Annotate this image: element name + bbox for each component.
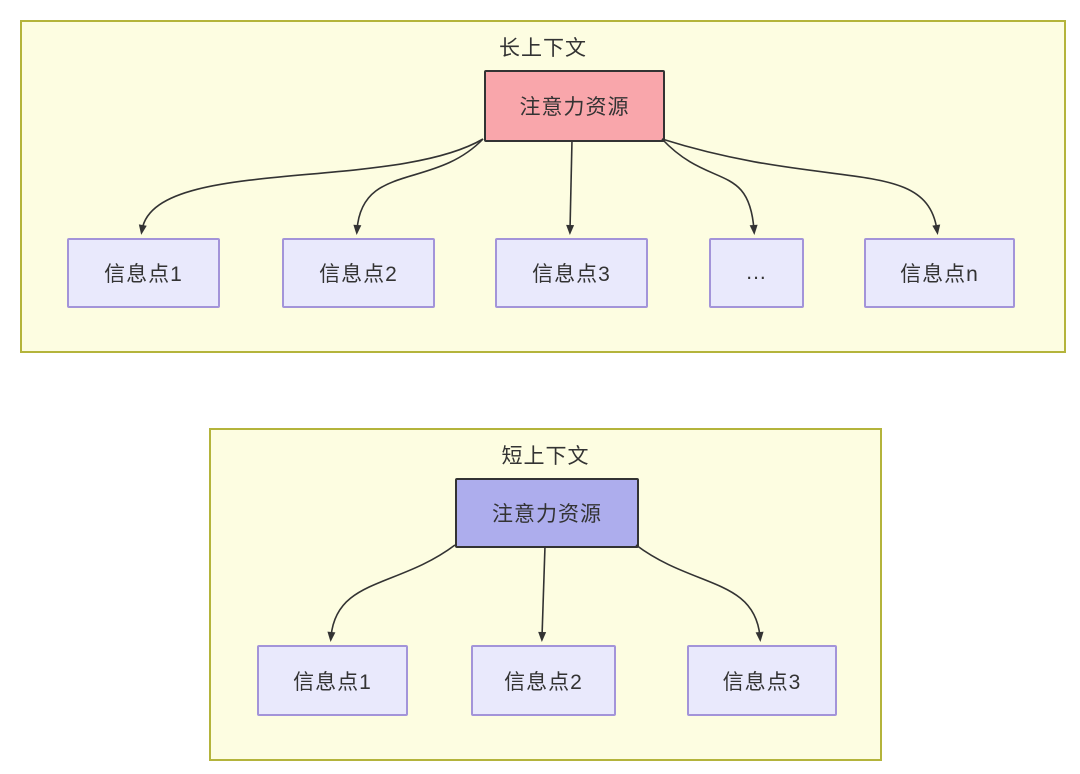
long-info-node-n: 信息点n <box>864 238 1015 308</box>
long-info-node-2: 信息点2 <box>282 238 435 308</box>
panel-short-context-title: 短上下文 <box>501 445 590 468</box>
long-info-node-ellipsis: ... <box>709 238 804 308</box>
long-attention-resource-node: 注意力资源 <box>484 70 665 142</box>
long-info-node-3: 信息点3 <box>495 238 648 308</box>
long-info-node-1: 信息点1 <box>67 238 220 308</box>
panel-long-context: 长上下文 注意力资源 信息点1 信息点2 信息点3 ... 信息点n <box>20 20 1066 353</box>
panel-long-context-title: 长上下文 <box>499 37 587 60</box>
short-attention-resource-node: 注意力资源 <box>455 478 639 548</box>
short-info-node-2: 信息点2 <box>471 645 616 716</box>
panel-short-context: 短上下文 注意力资源 信息点1 信息点2 信息点3 <box>209 428 882 761</box>
short-info-node-1: 信息点1 <box>257 645 408 716</box>
short-info-node-3: 信息点3 <box>687 645 837 716</box>
